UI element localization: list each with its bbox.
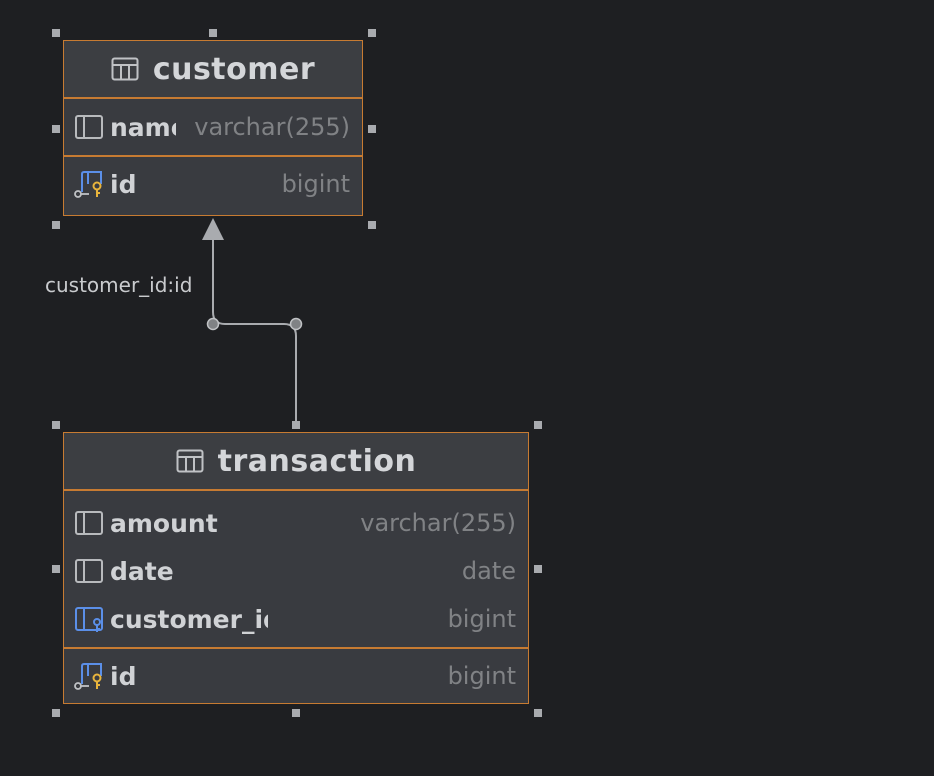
key-type: bigint: [447, 662, 516, 690]
column-type: bigint: [447, 605, 516, 633]
column-type: varchar(255): [194, 113, 350, 141]
table-customer[interactable]: customer name varchar(255): [63, 40, 363, 216]
resize-handle[interactable]: [52, 29, 60, 37]
column-row[interactable]: amount varchar(255): [64, 499, 528, 547]
table-transaction[interactable]: transaction amount varchar(255) date dat…: [63, 432, 529, 704]
resize-handle[interactable]: [534, 565, 542, 573]
column-type: varchar(255): [360, 509, 516, 537]
column-row[interactable]: name varchar(255): [64, 99, 362, 155]
bend-point: [206, 317, 220, 331]
key-name: id: [110, 661, 137, 691]
columns-section: name varchar(255): [64, 99, 362, 155]
resize-handle[interactable]: [292, 421, 300, 429]
column-name: name: [110, 112, 176, 142]
resize-handle[interactable]: [368, 221, 376, 229]
key-name: id: [110, 169, 137, 199]
column-name: date: [110, 556, 174, 586]
column-name: customer_id: [110, 604, 268, 634]
relationship-line: [212, 238, 297, 425]
table-icon: [176, 449, 204, 473]
column-icon: [75, 115, 103, 139]
key-row[interactable]: id bigint: [64, 649, 528, 703]
resize-handle[interactable]: [52, 125, 60, 133]
resize-handle[interactable]: [52, 565, 60, 573]
key-type: bigint: [281, 170, 350, 198]
keys-section: id bigint: [64, 647, 528, 703]
column-icon: [75, 559, 103, 583]
column-row[interactable]: customer_id bigint: [64, 595, 528, 643]
resize-handle[interactable]: [292, 709, 300, 717]
resize-handle[interactable]: [534, 709, 542, 717]
foreign-key-icon: [75, 607, 103, 632]
table-header[interactable]: transaction: [64, 433, 528, 491]
primary-key-icon: [74, 171, 102, 198]
resize-handle[interactable]: [209, 29, 217, 37]
table-title: transaction: [217, 443, 417, 479]
column-name: amount: [110, 508, 218, 538]
resize-handle[interactable]: [368, 29, 376, 37]
resize-handle[interactable]: [52, 221, 60, 229]
table-icon: [111, 57, 139, 81]
bend-point: [289, 317, 303, 331]
resize-handle[interactable]: [52, 709, 60, 717]
resize-handle[interactable]: [534, 421, 542, 429]
arrowhead-icon: [202, 218, 224, 240]
key-row[interactable]: id bigint: [64, 157, 362, 211]
keys-section: id bigint: [64, 155, 362, 211]
table-header[interactable]: customer: [64, 41, 362, 99]
column-row[interactable]: date date: [64, 547, 528, 595]
primary-key-icon: [74, 663, 102, 690]
resize-handle[interactable]: [368, 125, 376, 133]
column-icon: [75, 511, 103, 535]
resize-handle[interactable]: [52, 421, 60, 429]
columns-section: amount varchar(255) date date: [64, 491, 528, 647]
table-title: customer: [152, 51, 316, 87]
column-type: date: [461, 557, 516, 585]
relationship-label: customer_id:id: [45, 273, 193, 297]
